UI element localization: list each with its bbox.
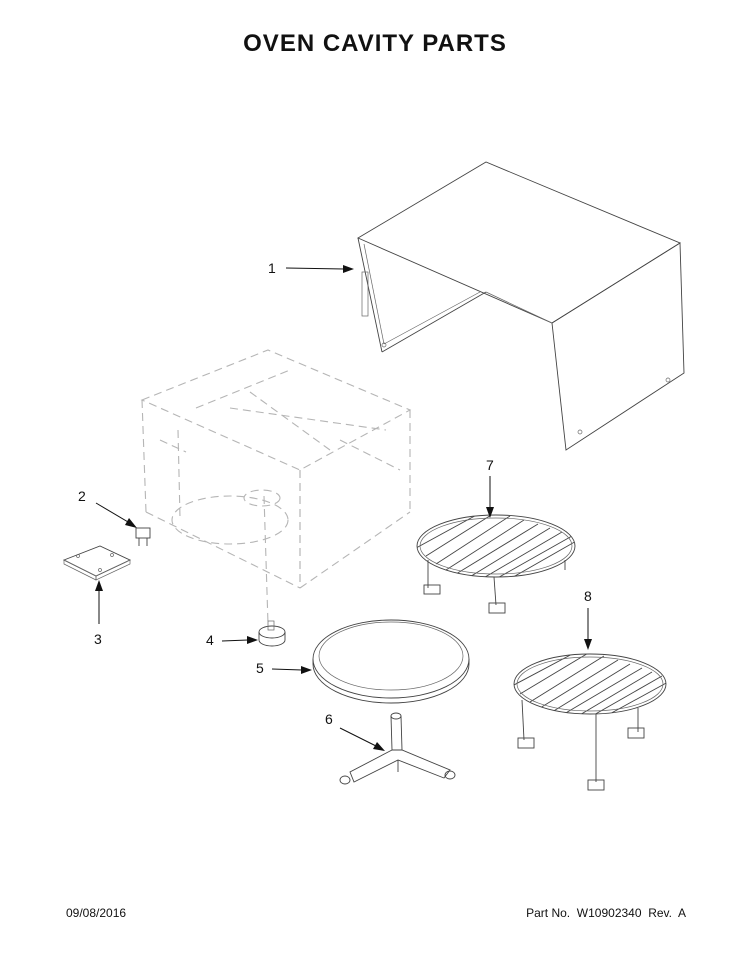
cabinet-wrapper — [357, 161, 685, 451]
page-title: OVEN CAVITY PARTS — [243, 30, 507, 57]
low-rack — [513, 653, 667, 791]
oven-cavity-frame — [140, 349, 412, 589]
callout-8: 8 — [584, 588, 592, 604]
turntable-motor — [258, 495, 286, 647]
leader-arrow-7 — [486, 476, 494, 518]
roller-support — [339, 712, 456, 785]
turntable-tray — [312, 619, 470, 704]
callout-1: 1 — [268, 260, 276, 276]
leader-arrow-6 — [339, 727, 385, 751]
callout-3: 3 — [94, 631, 102, 647]
callout-6: 6 — [325, 711, 333, 727]
leader-arrow-1 — [285, 265, 354, 273]
callout-5: 5 — [256, 660, 264, 676]
cavity-switch — [135, 527, 151, 546]
cover-plate — [62, 545, 132, 581]
leader-arrow-8 — [584, 608, 592, 650]
leader-arrow-4 — [221, 636, 258, 644]
footer-date: 09/08/2016 — [66, 906, 127, 920]
high-rack — [416, 514, 576, 614]
footer-part-number: Part No. W10902340 Rev. A — [526, 906, 686, 920]
leader-arrow-3 — [95, 580, 103, 624]
callout-4: 4 — [206, 632, 214, 648]
callout-7: 7 — [486, 457, 494, 473]
leader-arrow-2 — [95, 502, 137, 528]
callout-2: 2 — [78, 488, 86, 504]
leader-arrow-5 — [271, 666, 312, 674]
